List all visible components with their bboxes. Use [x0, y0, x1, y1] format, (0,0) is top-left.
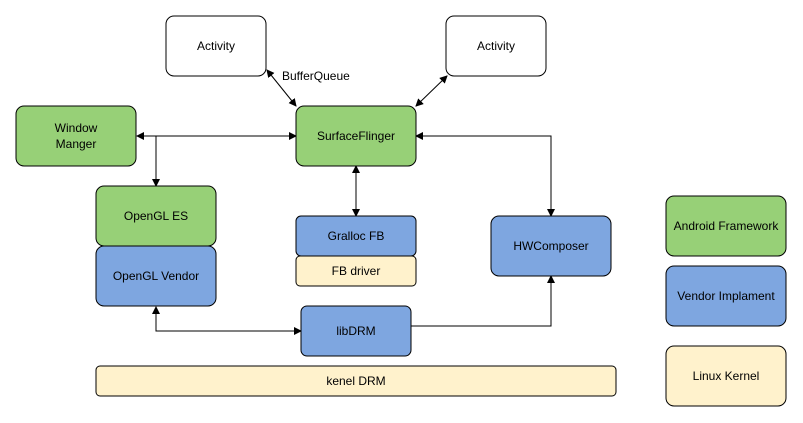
- edge-activity-left-surfaceflinger: [266, 69, 297, 107]
- edges: [136, 69, 555, 335]
- gralloc-fb-node: Gralloc FB: [295, 215, 417, 257]
- legend-linux-kernel-label: Linux Kernel: [693, 369, 760, 383]
- legend-android-framework: Android Framework: [665, 195, 787, 257]
- window-manager-label-line2: Manger: [56, 137, 97, 151]
- activity-right-node: Activity: [445, 15, 547, 77]
- edge-surfaceflinger-hwcomposer: [415, 132, 555, 217]
- activity-left-label: Activity: [197, 39, 235, 53]
- edge-libdrm-hwcomposer: [411, 275, 555, 327]
- legend-vendor-implament-label: Vendor Implament: [677, 289, 775, 303]
- activity-right-label: Activity: [477, 39, 515, 53]
- libdrm-node: libDRM: [300, 305, 412, 357]
- fb-driver-label: FB driver: [332, 264, 381, 278]
- legend-vendor-implament: Vendor Implament: [665, 265, 787, 327]
- activity-left-node: Activity: [165, 15, 267, 77]
- kernel-drm-node: kenel DRM: [95, 365, 617, 397]
- legend-android-framework-label: Android Framework: [674, 219, 780, 233]
- window-manager-node: Window Manger: [15, 105, 137, 167]
- edge-activity-right-surfaceflinger: [415, 75, 448, 107]
- bufferqueue-label: BufferQueue: [282, 69, 350, 83]
- legend: Android Framework Vendor Implament Linux…: [665, 195, 787, 407]
- edge-openglvendor-libdrm: [152, 306, 302, 335]
- legend-linux-kernel: Linux Kernel: [665, 345, 787, 407]
- surfaceflinger-label: SurfaceFlinger: [317, 129, 395, 143]
- opengl-vendor-label: OpenGL Vendor: [113, 269, 199, 283]
- surfaceflinger-node: SurfaceFlinger: [295, 105, 417, 167]
- window-manager-label-line1: Window: [55, 121, 98, 135]
- opengl-vendor-node: OpenGL Vendor: [95, 245, 217, 307]
- opengl-es-node: OpenGL ES: [95, 185, 217, 247]
- gralloc-fb-label: Gralloc FB: [328, 229, 385, 243]
- hwcomposer-node: HWComposer: [490, 215, 612, 277]
- hwcomposer-label: HWComposer: [513, 239, 588, 253]
- kernel-drm-label: kenel DRM: [326, 374, 385, 388]
- fb-driver-node: FB driver: [295, 255, 417, 287]
- libdrm-label: libDRM: [336, 324, 375, 338]
- opengl-es-label: OpenGL ES: [124, 209, 188, 223]
